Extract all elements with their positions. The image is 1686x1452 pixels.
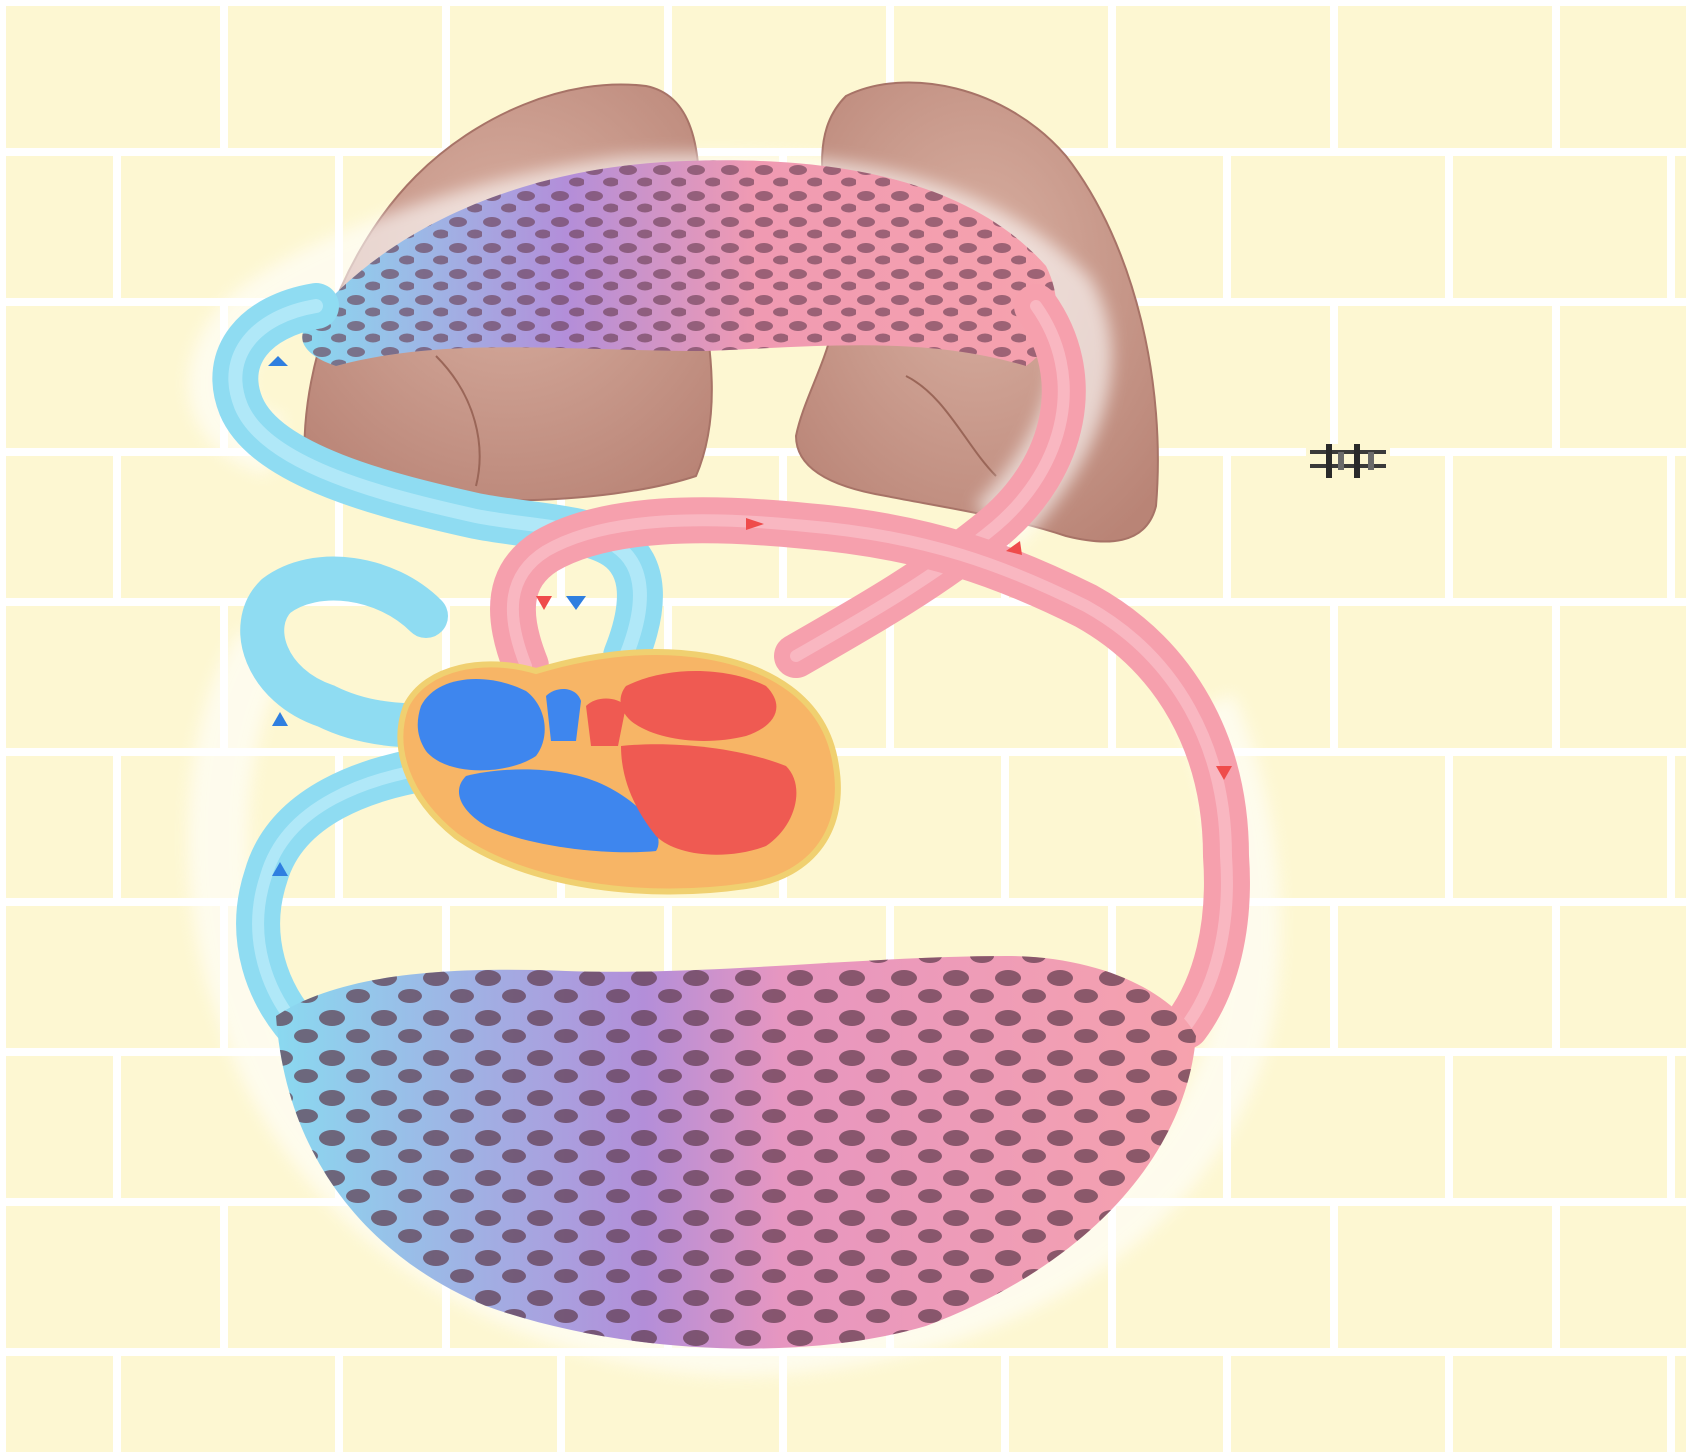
background-tile	[1009, 756, 1223, 898]
background-tile	[1675, 156, 1686, 298]
background-tile	[1453, 1056, 1667, 1198]
background-tile	[6, 6, 220, 148]
background-tile	[1009, 1356, 1223, 1452]
background-tile	[1560, 6, 1686, 148]
background-tile	[121, 1356, 335, 1452]
background-tile	[6, 156, 113, 298]
right-atrium	[418, 679, 545, 770]
background-tile	[1453, 756, 1667, 898]
background-tile	[894, 606, 1108, 748]
background-tile	[1453, 1356, 1667, 1452]
background-tile	[1560, 906, 1686, 1048]
background-tile	[6, 1356, 113, 1452]
pixelated-artifact-icon	[1306, 444, 1390, 478]
background-tile	[1675, 456, 1686, 598]
background-tile	[6, 1056, 113, 1198]
background-tile	[1675, 1356, 1686, 1452]
background-tile	[1338, 1206, 1552, 1348]
background-tile	[1231, 156, 1445, 298]
background-tile	[1675, 1056, 1686, 1198]
background-tile	[1231, 1056, 1445, 1198]
background-tile	[1453, 156, 1667, 298]
circulation-diagram	[6, 6, 1686, 1452]
background-tile	[1675, 756, 1686, 898]
background-tile	[1338, 306, 1552, 448]
background-tile	[1560, 1206, 1686, 1348]
background-tile	[1231, 1356, 1445, 1452]
background-tile	[6, 906, 220, 1048]
background-tile	[1560, 306, 1686, 448]
background-tile	[6, 306, 220, 448]
background-tile	[228, 6, 442, 148]
background-tile	[1338, 906, 1552, 1048]
background-tile	[1338, 6, 1552, 148]
background-tile	[6, 606, 220, 748]
background-tile	[1560, 606, 1686, 748]
background-tile	[1231, 456, 1445, 598]
background-tile	[1453, 456, 1667, 598]
background-tile	[1338, 606, 1552, 748]
background-tile	[1116, 6, 1330, 148]
background-tile	[6, 1206, 220, 1348]
background-tile	[6, 456, 113, 598]
background-tile	[6, 756, 113, 898]
background-tile	[343, 1356, 557, 1452]
